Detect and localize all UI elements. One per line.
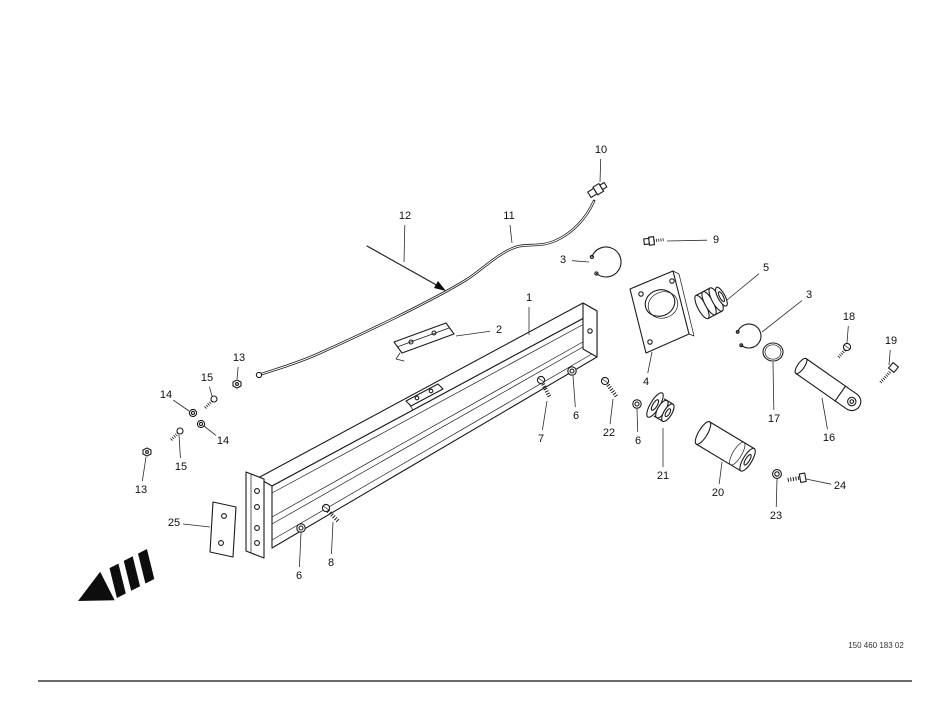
part-label-19: 19 bbox=[885, 335, 897, 347]
bolt-15-a bbox=[203, 395, 218, 410]
part-label-13: 13 bbox=[233, 352, 245, 364]
bolt-9 bbox=[643, 236, 666, 246]
rod-12 bbox=[366, 245, 446, 291]
leader-line-10 bbox=[599, 158, 602, 183]
leader-line-24 bbox=[805, 478, 832, 485]
part-label-24: 24 bbox=[834, 480, 846, 492]
bolt-22 bbox=[600, 376, 619, 399]
direction-arrow bbox=[78, 549, 155, 601]
part-label-2: 2 bbox=[496, 324, 502, 336]
grease-fitting bbox=[587, 181, 608, 199]
washer-14-b bbox=[196, 419, 206, 429]
seal-ring bbox=[762, 342, 784, 362]
part-label-6: 6 bbox=[635, 435, 641, 447]
leader-line-7 bbox=[542, 400, 548, 431]
part-label-1: 1 bbox=[526, 292, 532, 304]
leader-line-15 bbox=[178, 434, 181, 459]
part-label-6: 6 bbox=[573, 410, 579, 422]
part-label-7: 7 bbox=[538, 433, 544, 445]
part-label-11: 11 bbox=[503, 210, 514, 222]
leader-line-13 bbox=[141, 456, 147, 482]
washer-6-c bbox=[296, 523, 306, 533]
leader-line-22 bbox=[609, 398, 614, 425]
washer-6-a bbox=[567, 366, 577, 376]
drawing-number: 150 460 183 02 bbox=[848, 641, 904, 650]
flanged-hub bbox=[646, 392, 675, 423]
nut-13-a bbox=[232, 379, 242, 389]
circlip-upper bbox=[589, 246, 622, 278]
part-label-3: 3 bbox=[560, 254, 566, 266]
nut-13-b bbox=[142, 447, 152, 457]
part-label-12: 12 bbox=[399, 210, 411, 222]
part-label-14: 14 bbox=[160, 389, 172, 401]
leader-line-25 bbox=[182, 523, 211, 528]
part-label-6: 6 bbox=[296, 570, 302, 582]
leader-line-18 bbox=[846, 325, 849, 344]
leader-line-16 bbox=[821, 397, 828, 430]
leader-line-5 bbox=[726, 273, 760, 301]
washer-6-b bbox=[632, 399, 642, 409]
leader-line-11 bbox=[509, 224, 513, 244]
hydraulic-pipe bbox=[255, 199, 596, 379]
washer-23 bbox=[772, 469, 782, 479]
shim-plate bbox=[209, 501, 237, 558]
leader-line-6 bbox=[299, 532, 302, 568]
bearing-plate bbox=[629, 270, 695, 354]
bolt-7 bbox=[536, 375, 552, 399]
part-label-23: 23 bbox=[770, 510, 782, 522]
bolt-18 bbox=[836, 342, 852, 359]
part-label-22: 22 bbox=[603, 427, 615, 439]
part-label-21: 21 bbox=[657, 470, 669, 482]
part-label-4: 4 bbox=[643, 376, 649, 388]
part-label-18: 18 bbox=[843, 311, 855, 323]
leader-line-3 bbox=[761, 300, 803, 333]
part-label-9: 9 bbox=[713, 234, 719, 246]
leader-line-14 bbox=[173, 399, 190, 412]
leader-line-12 bbox=[403, 224, 406, 263]
pivot-pin bbox=[794, 357, 862, 412]
part-label-14: 14 bbox=[217, 435, 229, 447]
part-label-20: 20 bbox=[712, 487, 724, 499]
leader-line-9 bbox=[666, 239, 708, 242]
circlip-lower bbox=[735, 323, 762, 349]
part-label-13: 13 bbox=[135, 484, 147, 496]
leader-line-15 bbox=[209, 386, 213, 397]
leader-line-14 bbox=[203, 425, 217, 436]
part-label-10: 10 bbox=[595, 144, 607, 156]
bolt-24 bbox=[786, 472, 807, 483]
leader-line-13 bbox=[236, 366, 239, 380]
washer-14-a bbox=[188, 408, 198, 418]
leader-line-20 bbox=[718, 461, 723, 485]
bolt-15-b bbox=[169, 427, 184, 442]
leader-line-4 bbox=[647, 351, 653, 374]
leader-line-6 bbox=[572, 375, 576, 408]
leader-line-19 bbox=[888, 349, 891, 366]
leader-line-3 bbox=[571, 260, 590, 263]
leader-line-2 bbox=[455, 330, 491, 337]
part-label-16: 16 bbox=[823, 432, 835, 444]
part-label-3: 3 bbox=[806, 289, 812, 301]
part-label-17: 17 bbox=[768, 413, 780, 425]
screw-19 bbox=[878, 362, 899, 385]
roller bbox=[694, 421, 756, 472]
part-label-8: 8 bbox=[328, 557, 334, 569]
main-beam bbox=[245, 302, 598, 559]
part-label-15: 15 bbox=[175, 461, 187, 473]
leader-line-23 bbox=[775, 478, 778, 508]
part-label-5: 5 bbox=[763, 262, 769, 274]
bushing bbox=[694, 286, 728, 320]
part-label-15: 15 bbox=[201, 372, 213, 384]
part-label-25: 25 bbox=[168, 517, 180, 529]
leader-line-17 bbox=[772, 361, 775, 411]
clamp-plate bbox=[393, 322, 455, 362]
bolt-8 bbox=[321, 503, 340, 523]
leader-line-8 bbox=[331, 521, 334, 555]
leader-line-6 bbox=[636, 408, 639, 433]
